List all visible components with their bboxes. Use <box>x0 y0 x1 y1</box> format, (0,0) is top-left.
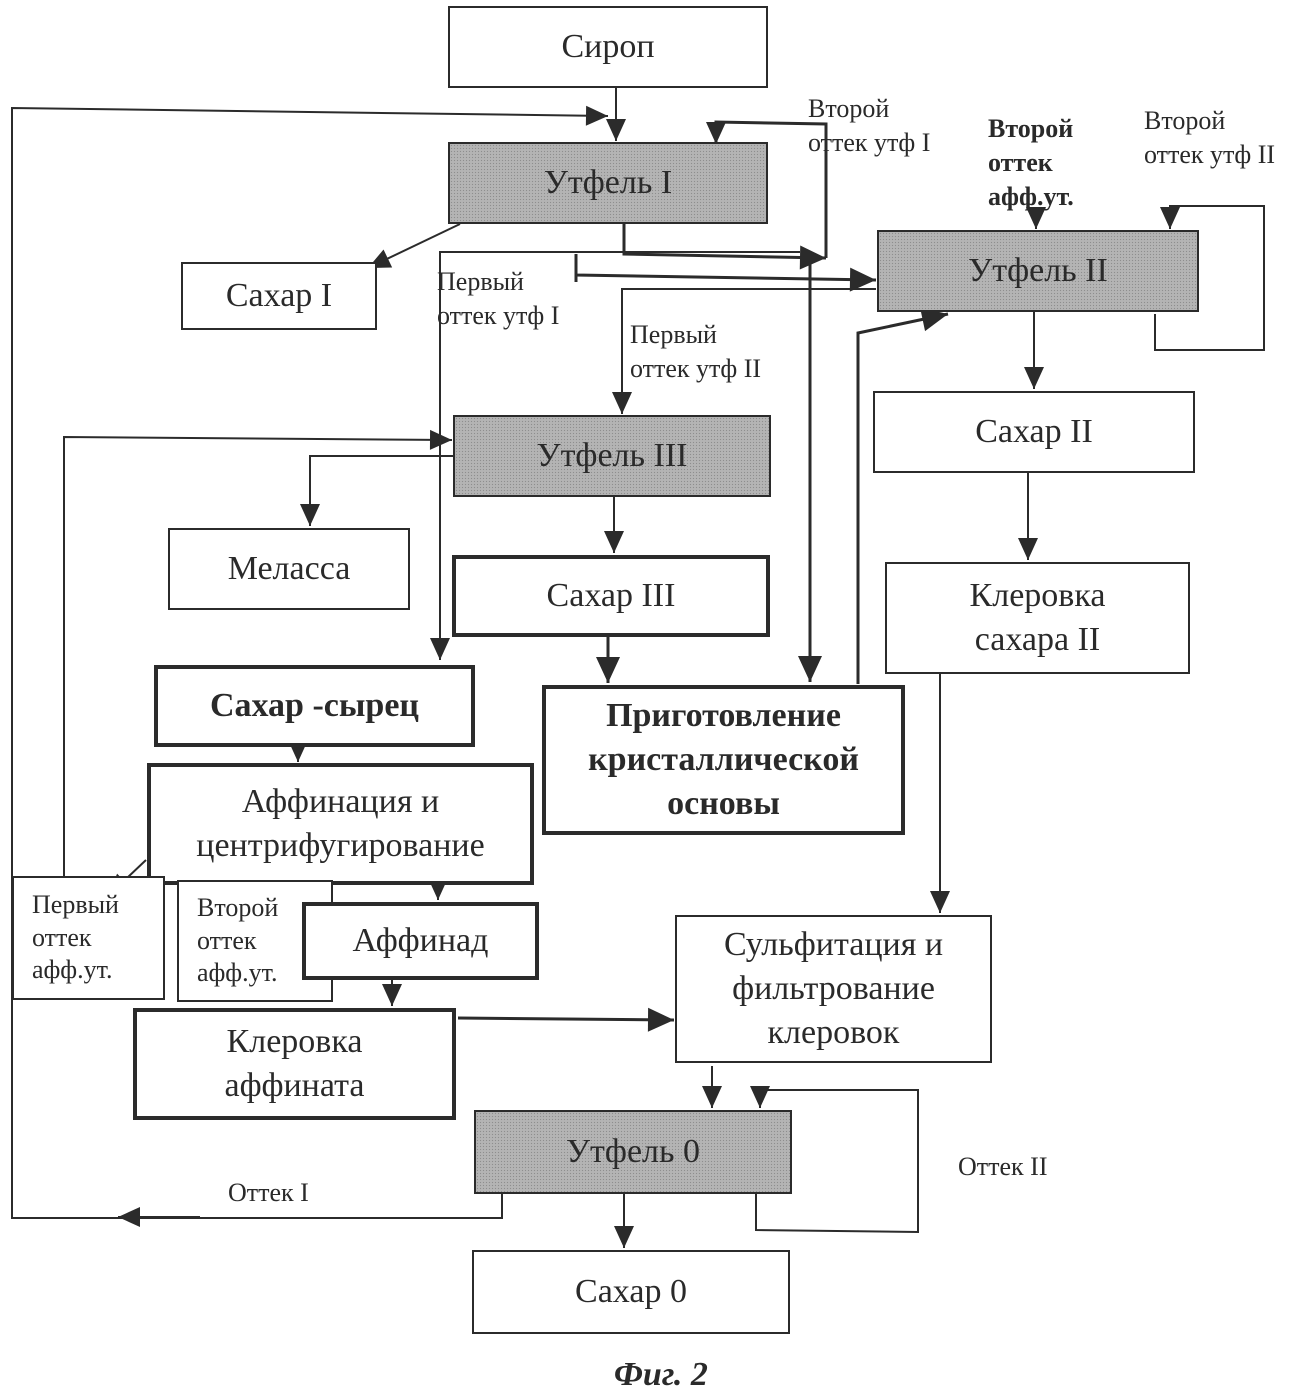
figure-caption: Фиг. 2 <box>614 1356 708 1394</box>
edge-m1-down-arrowhead <box>800 245 826 269</box>
node-sugar-1: Сахар I <box>181 262 377 330</box>
node-massecuite-1: Утфель I <box>448 142 768 224</box>
label-runoff-2: Оттек II <box>958 1150 1048 1184</box>
edge-sugar3-to-crystal-arrowhead <box>596 657 620 683</box>
edge-sugar2-to-clar-arrowhead <box>1018 538 1038 560</box>
node-raw-sugar: Сахар -сырец <box>154 665 475 747</box>
node-syrup: Сироп <box>448 6 768 88</box>
node-crystal-base: Приготовление кристаллической основы <box>542 685 905 835</box>
edge-m3-to-sugar3-arrowhead <box>604 531 624 553</box>
label-second-runoff-aff-top: Второй оттек афф.ут. <box>988 112 1074 213</box>
edge-first-runoff-m1-arrowhead <box>430 638 450 660</box>
node-clarification-sugar-2: Клеровка сахара II <box>885 562 1190 674</box>
node-massecuite-3: Утфель III <box>453 415 771 497</box>
node-sulfitation: Сульфитация и фильтрование клеровок <box>675 915 992 1063</box>
edge-to-crystal-base-arrowhead <box>798 656 822 682</box>
edge-m2-loop-arrowhead <box>1160 207 1180 229</box>
node-first-runoff-aff: Первый оттек афф.ут. <box>12 876 165 1000</box>
edge-m3-to-molasses <box>310 456 458 526</box>
node-affinate: Аффинад <box>302 902 539 980</box>
node-affination: Аффинация и центрифугирование <box>147 763 534 885</box>
node-clarification-affinate: Клеровка аффината <box>133 1008 456 1120</box>
edge-sulf-to-m0-arrowhead <box>702 1086 722 1108</box>
node-sugar-3: Сахар III <box>452 555 770 637</box>
node-sugar-0: Сахар 0 <box>472 1250 790 1334</box>
edge-runoff1-return-arrowhead <box>586 106 608 126</box>
edge-clar-aff-to-sulf-arrowhead <box>648 1008 674 1032</box>
edge-clar2-to-sulf-arrowhead <box>930 891 950 913</box>
edge-first-runoff-m2-arrowhead <box>612 392 632 414</box>
edge-m1-to-m2-arrowhead <box>850 268 876 292</box>
label-second-runoff-m1: Второй оттек утф I <box>808 92 930 160</box>
label-first-runoff-m2: Первый оттек утф II <box>630 318 761 386</box>
edge-clar-aff-to-sulf <box>458 1018 674 1020</box>
node-sugar-2: Сахар II <box>873 391 1195 473</box>
node-molasses: Меласса <box>168 528 410 610</box>
edge-affinate-to-clar-arrowhead <box>382 984 402 1006</box>
edge-second-runoff-m1-arrowhead <box>706 122 726 144</box>
node-massecuite-0: Утфель 0 <box>474 1110 792 1194</box>
label-runoff-1: Оттек I <box>228 1176 309 1210</box>
edge-m3-to-molasses-arrowhead <box>300 504 320 526</box>
node-massecuite-2: Утфель II <box>877 230 1199 312</box>
edge-m2-to-sugar2-arrowhead <box>1024 367 1044 389</box>
edge-runoff2-loop-arrowhead <box>750 1086 770 1108</box>
edge-syrup-to-m1-arrowhead <box>606 119 626 141</box>
edge-m1-to-m2 <box>576 256 876 280</box>
edge-runoff1-arrow-arrowhead <box>118 1207 140 1227</box>
label-second-runoff-m2: Второй оттек утф II <box>1144 104 1275 172</box>
edge-m0-to-sugar0-arrowhead <box>614 1226 634 1248</box>
label-first-runoff-m1: Первый оттек утф I <box>437 265 559 333</box>
